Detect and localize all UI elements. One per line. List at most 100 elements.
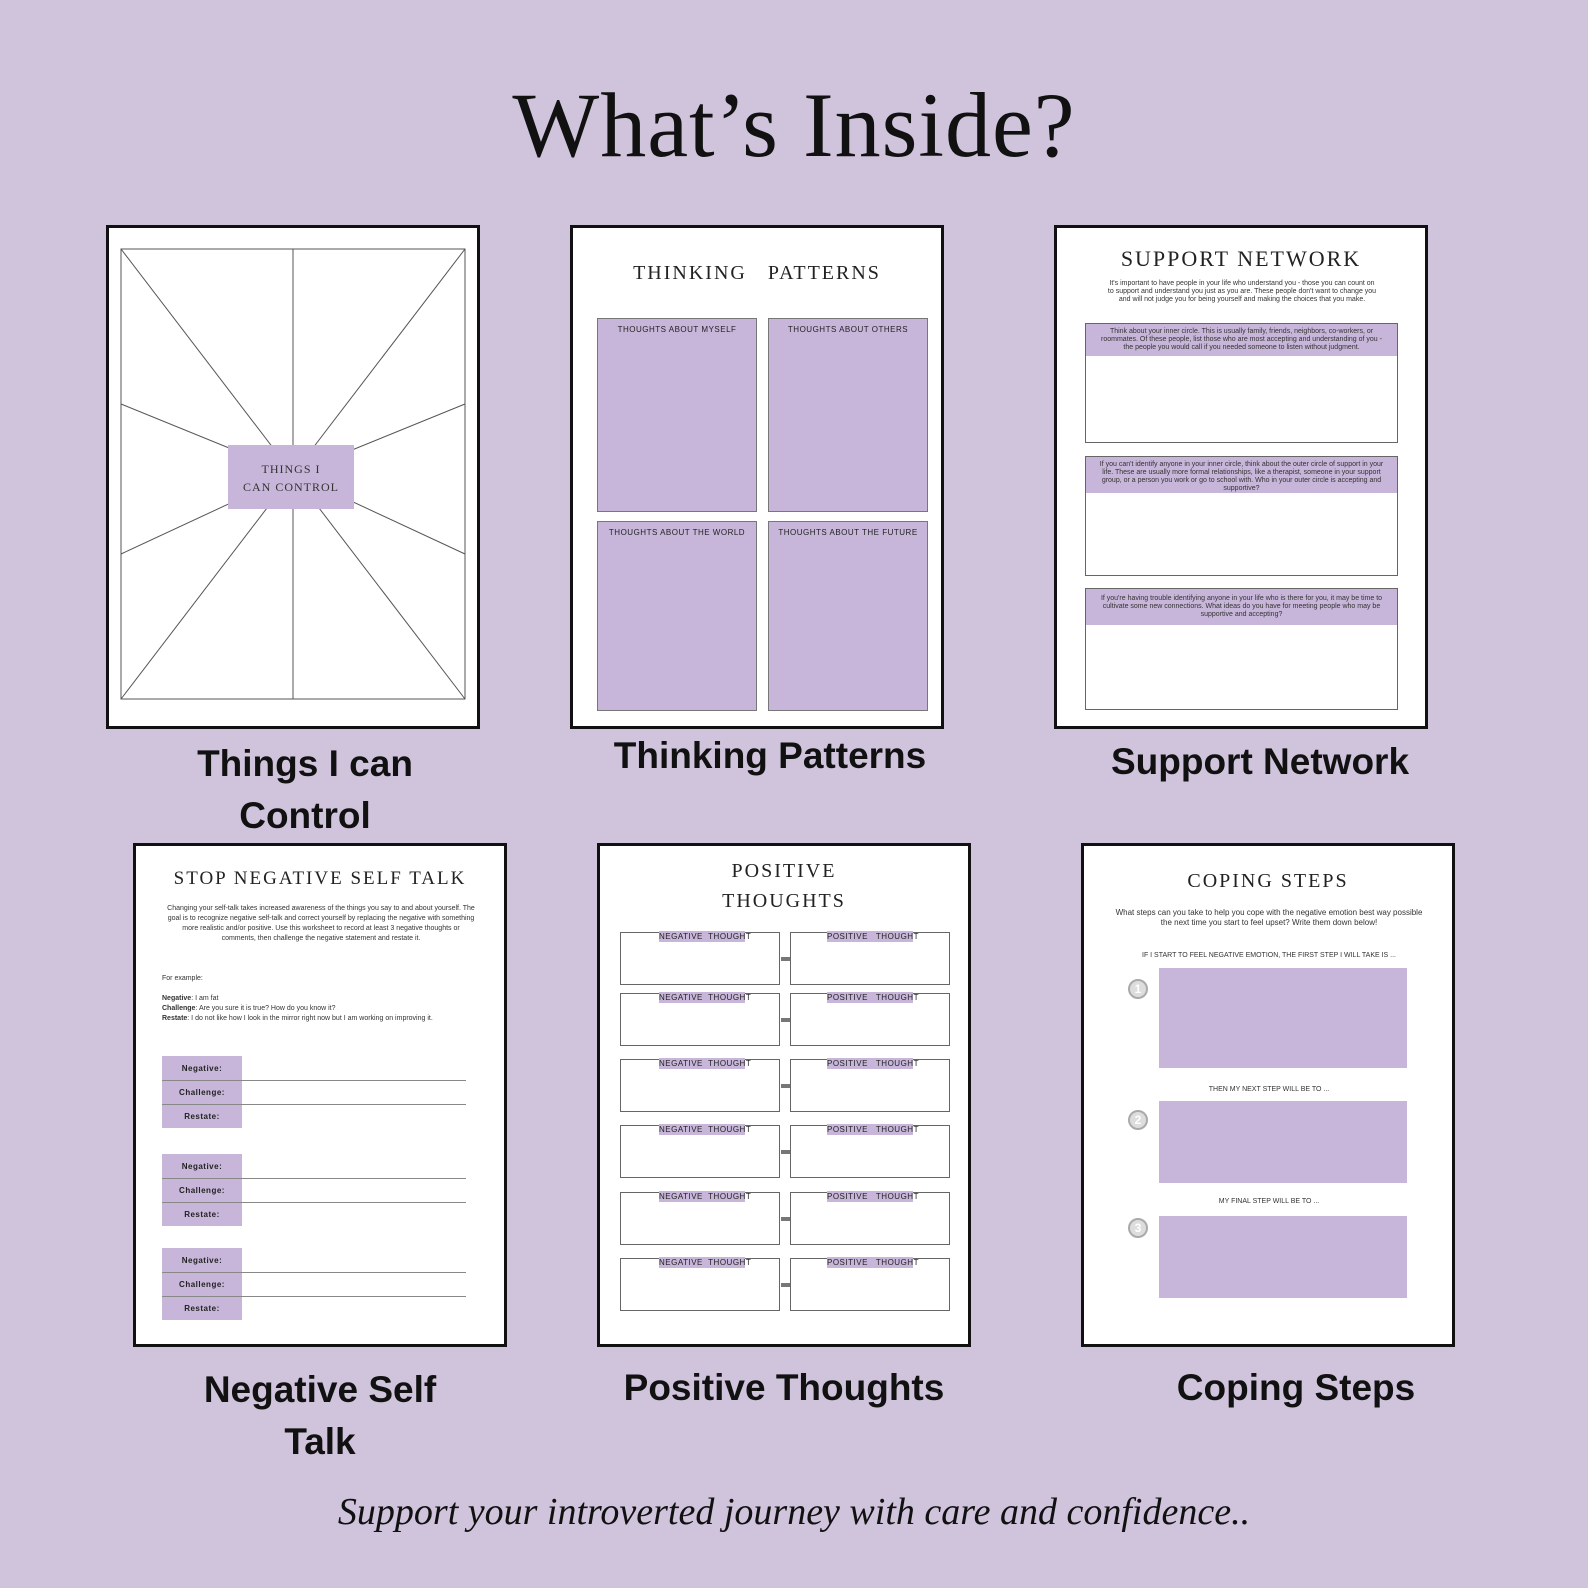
positive-thought-box: POSITIVE THOUGHT <box>790 1058 950 1112</box>
support-section-3: If you're having trouble identifying any… <box>1085 588 1398 710</box>
row-label-negative: Negative: <box>181 1064 223 1073</box>
positive-thought-label: POSITIVE THOUGHT <box>827 931 919 942</box>
preview-support-network: SUPPORT NETWORK It's important to have p… <box>1054 225 1428 729</box>
support-intro: It's important to have people in your li… <box>1107 280 1377 303</box>
negative-thought-label: NEGATIVE THOUGHT <box>659 1191 752 1202</box>
caption-thinking-patterns: Thinking Patterns <box>613 735 927 776</box>
example-challenge-text: : Are you sure it is true? How do you kn… <box>195 1005 336 1012</box>
thinking-title: THINKING PATTERNS <box>633 262 881 284</box>
caption-positive-thoughts: Positive Thoughts <box>623 1367 945 1408</box>
box-others-label: THOUGHTS ABOUT OTHERS <box>787 325 909 334</box>
arrow-right-icon <box>781 957 791 961</box>
step1-number-icon: 1 <box>1128 979 1148 999</box>
support-title: SUPPORT NETWORK <box>1120 246 1362 271</box>
box-world: THOUGHTS ABOUT THE WORLD <box>597 521 757 711</box>
negative-thought-label: NEGATIVE THOUGHT <box>659 992 752 1003</box>
page-title: What’s Inside? <box>512 74 1076 176</box>
for-example-label: For example: <box>162 975 203 982</box>
arrow-right-icon <box>781 1084 791 1088</box>
example-restate-label: Restate <box>162 1015 188 1022</box>
negative-thought-box: NEGATIVE THOUGHT <box>620 1058 780 1112</box>
row-label-challenge: Challenge: <box>179 1186 225 1195</box>
row-line <box>162 1178 466 1179</box>
negative-thought-box: NEGATIVE THOUGHT <box>620 931 780 985</box>
positive-thought-label: POSITIVE THOUGHT <box>827 1058 919 1069</box>
negative-intro: Changing your self-talk takes increased … <box>167 905 475 942</box>
row-label-restate: Restate: <box>184 1304 220 1313</box>
positive-title: POSITIVE THOUGHTS <box>600 856 968 916</box>
box-future-label: THOUGHTS ABOUT THE FUTURE <box>778 528 918 537</box>
negative-thought-label: NEGATIVE THOUGHT <box>659 1257 752 1268</box>
box-myself-label: THOUGHTS ABOUT MYSELF <box>617 325 737 334</box>
positive-title-line1: POSITIVE <box>731 860 837 882</box>
negative-thought-label: NEGATIVE THOUGHT <box>659 931 752 942</box>
center-label-line2: CAN CONTROL <box>242 480 339 494</box>
support-prompt-2: If you can't identify anyone in your inn… <box>1086 457 1397 493</box>
negative-thought-label: NEGATIVE THOUGHT <box>659 1058 752 1069</box>
caption-negative-self-talk: Negative Self Talk <box>120 1364 520 1468</box>
step1-prompt: IF I START TO FEEL NEGATIVE EMOTION, THE… <box>1142 952 1396 959</box>
positive-thought-box: POSITIVE THOUGHT <box>790 1257 950 1311</box>
preview-coping-steps: COPING STEPS What steps can you take to … <box>1081 843 1455 1347</box>
negative-thought-box: NEGATIVE THOUGHT <box>620 1191 780 1245</box>
positive-thought-label: POSITIVE THOUGHT <box>827 1257 919 1268</box>
step2-number-icon: 2 <box>1128 1110 1148 1130</box>
arrow-right-icon <box>781 1018 791 1022</box>
row-line <box>162 1202 466 1203</box>
box-others: THOUGHTS ABOUT OTHERS <box>768 318 928 512</box>
preview-thinking-patterns: THINKING PATTERNS THOUGHTS ABOUT MYSELF … <box>570 225 944 729</box>
positive-thought-box: POSITIVE THOUGHT <box>790 992 950 1046</box>
tagline: Support your introverted journey with ca… <box>337 1491 1251 1533</box>
row-label-challenge: Challenge: <box>179 1280 225 1289</box>
label-column <box>162 1056 242 1128</box>
row-label-restate: Restate: <box>184 1112 220 1121</box>
row-line <box>162 1080 466 1081</box>
caption-coping-steps: Coping Steps <box>1176 1367 1416 1408</box>
arrow-right-icon <box>781 1150 791 1154</box>
positive-title-line2: THOUGHTS <box>722 890 846 912</box>
example-challenge: Challenge: Are you sure it is true? How … <box>162 1004 492 1014</box>
row-label-negative: Negative: <box>181 1162 223 1171</box>
row-line <box>162 1272 466 1273</box>
positive-thought-box: POSITIVE THOUGHT <box>790 1124 950 1178</box>
caption-line2: Control <box>239 795 371 836</box>
caption-line1: Negative Self <box>203 1369 437 1410</box>
row-label-restate: Restate: <box>184 1210 220 1219</box>
row-label-challenge: Challenge: <box>179 1088 225 1097</box>
step2-box <box>1159 1101 1407 1183</box>
box-myself: THOUGHTS ABOUT MYSELF <box>597 318 757 512</box>
example-challenge-label: Challenge <box>162 1005 196 1012</box>
support-prompt-1: Think about your inner circle. This is u… <box>1086 324 1397 356</box>
negative-thought-box: NEGATIVE THOUGHT <box>620 1257 780 1311</box>
preview-positive-thoughts: POSITIVE THOUGHTS NEGATIVE THOUGHT POSITI… <box>597 843 971 1347</box>
negative-thought-box: NEGATIVE THOUGHT <box>620 1124 780 1178</box>
step2-prompt: THEN MY NEXT STEP WILL BE TO ... <box>1208 1086 1330 1093</box>
example-negative-text: : I am fat <box>191 995 219 1002</box>
support-prompt-3: If you're having trouble identifying any… <box>1086 589 1397 625</box>
positive-thought-label: POSITIVE THOUGHT <box>827 1191 919 1202</box>
caption-support-network: Support Network <box>1110 741 1410 782</box>
box-world-label: THOUGHTS ABOUT THE WORLD <box>608 528 746 537</box>
negative-title: STOP NEGATIVE SELF TALK <box>173 868 467 889</box>
step3-prompt: MY FINAL STEP WILL BE TO ... <box>1218 1198 1320 1205</box>
worksheet-group-3: Negative: Challenge: Restate: <box>162 1248 466 1320</box>
support-section-1: Think about your inner circle. This is u… <box>1085 323 1398 443</box>
coping-title: COPING STEPS <box>1187 870 1349 892</box>
caption-line2: Talk <box>284 1421 356 1462</box>
step3-number-icon: 3 <box>1128 1218 1148 1238</box>
caption-line1: Things I can <box>197 743 413 784</box>
arrow-right-icon <box>781 1283 791 1287</box>
positive-thought-label: POSITIVE THOUGHT <box>827 992 919 1003</box>
row-label-negative: Negative: <box>181 1256 223 1265</box>
positive-thought-box: POSITIVE THOUGHT <box>790 1191 950 1245</box>
example-negative-label: Negative <box>162 995 192 1002</box>
negative-thought-label: NEGATIVE THOUGHT <box>659 1124 752 1135</box>
worksheet-group-2: Negative: Challenge: Restate: <box>162 1154 466 1226</box>
example-negative: Negative: I am fat <box>162 994 492 1004</box>
preview-negative-self-talk: STOP NEGATIVE SELF TALK Changing your se… <box>133 843 507 1347</box>
negative-thought-box: NEGATIVE THOUGHT <box>620 992 780 1046</box>
label-column <box>162 1248 242 1320</box>
example-restate-text: : I do not like how I look in the mirror… <box>187 1015 433 1022</box>
positive-thought-box: POSITIVE THOUGHT <box>790 931 950 985</box>
preview-things-i-can-control: THINGS I CAN CONTROL <box>106 225 480 729</box>
